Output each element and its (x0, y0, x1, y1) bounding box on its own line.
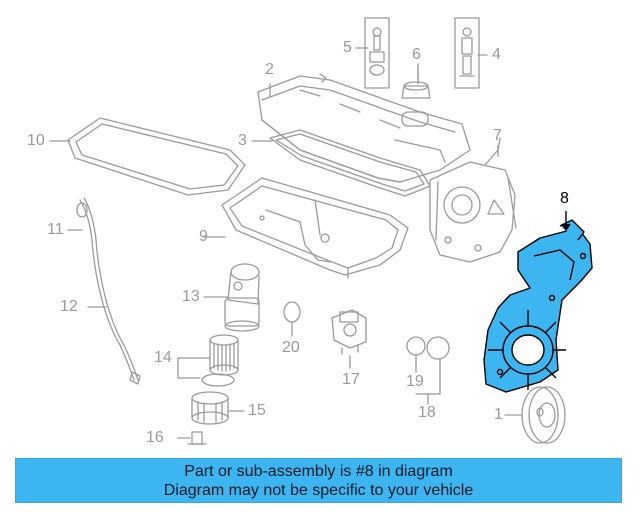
parts-diagram (49, 17, 593, 445)
callout-3[interactable]: 3 (238, 132, 247, 149)
part-14-oil-filter (201, 334, 239, 387)
part-18-seal (426, 336, 450, 360)
part-3-valve-cover-gasket (269, 129, 431, 197)
callout-11[interactable]: 11 (47, 221, 64, 238)
callout-14[interactable]: 14 (154, 349, 172, 366)
part-11-12-dipstick (76, 197, 141, 385)
callout-12[interactable]: 12 (60, 298, 78, 315)
callout-17[interactable]: 17 (342, 371, 360, 388)
part-15-filter-cap (191, 391, 229, 425)
callout-8[interactable]: 8 (560, 190, 569, 207)
part-13-filter-housing (224, 263, 260, 332)
callout-15[interactable]: 15 (248, 402, 266, 419)
part-5-bolt (364, 17, 390, 89)
part-4-bolt (454, 17, 480, 89)
part-10-oil-pan-gasket (67, 117, 246, 196)
callout-4[interactable]: 4 (492, 46, 501, 63)
callout-5[interactable]: 5 (343, 39, 352, 56)
part-19-seal (406, 336, 426, 356)
part-1-pulley (521, 386, 566, 444)
callout-20[interactable]: 20 (282, 339, 300, 356)
callout-1[interactable]: 1 (494, 406, 503, 423)
part-16-drain-plug (187, 431, 207, 445)
banner-line-part: Part or sub-assembly is #8 in diagram (184, 462, 453, 480)
callout-2[interactable]: 2 (265, 61, 274, 78)
info-banner: Part or sub-assembly is #8 in diagram Di… (15, 458, 622, 503)
part-8-timing-cover (483, 211, 593, 393)
callout-18[interactable]: 18 (418, 404, 436, 421)
leader-lines (49, 47, 523, 439)
callout-19[interactable]: 19 (406, 373, 424, 390)
callout-9[interactable]: 9 (199, 228, 208, 245)
part-2-valve-cover (257, 73, 471, 183)
part-9-oil-pan (221, 177, 409, 279)
callout-13[interactable]: 13 (182, 288, 200, 305)
banner-line-disclaimer: Diagram may not be specific to your vehi… (163, 481, 474, 499)
part-6-oil-cap (401, 63, 431, 99)
callout-7[interactable]: 7 (493, 127, 502, 144)
part-20-o-ring (283, 301, 301, 323)
callout-6[interactable]: 6 (412, 46, 421, 63)
part-17-sensor (331, 309, 367, 355)
callout-16[interactable]: 16 (146, 429, 164, 446)
callout-10[interactable]: 10 (27, 132, 45, 149)
